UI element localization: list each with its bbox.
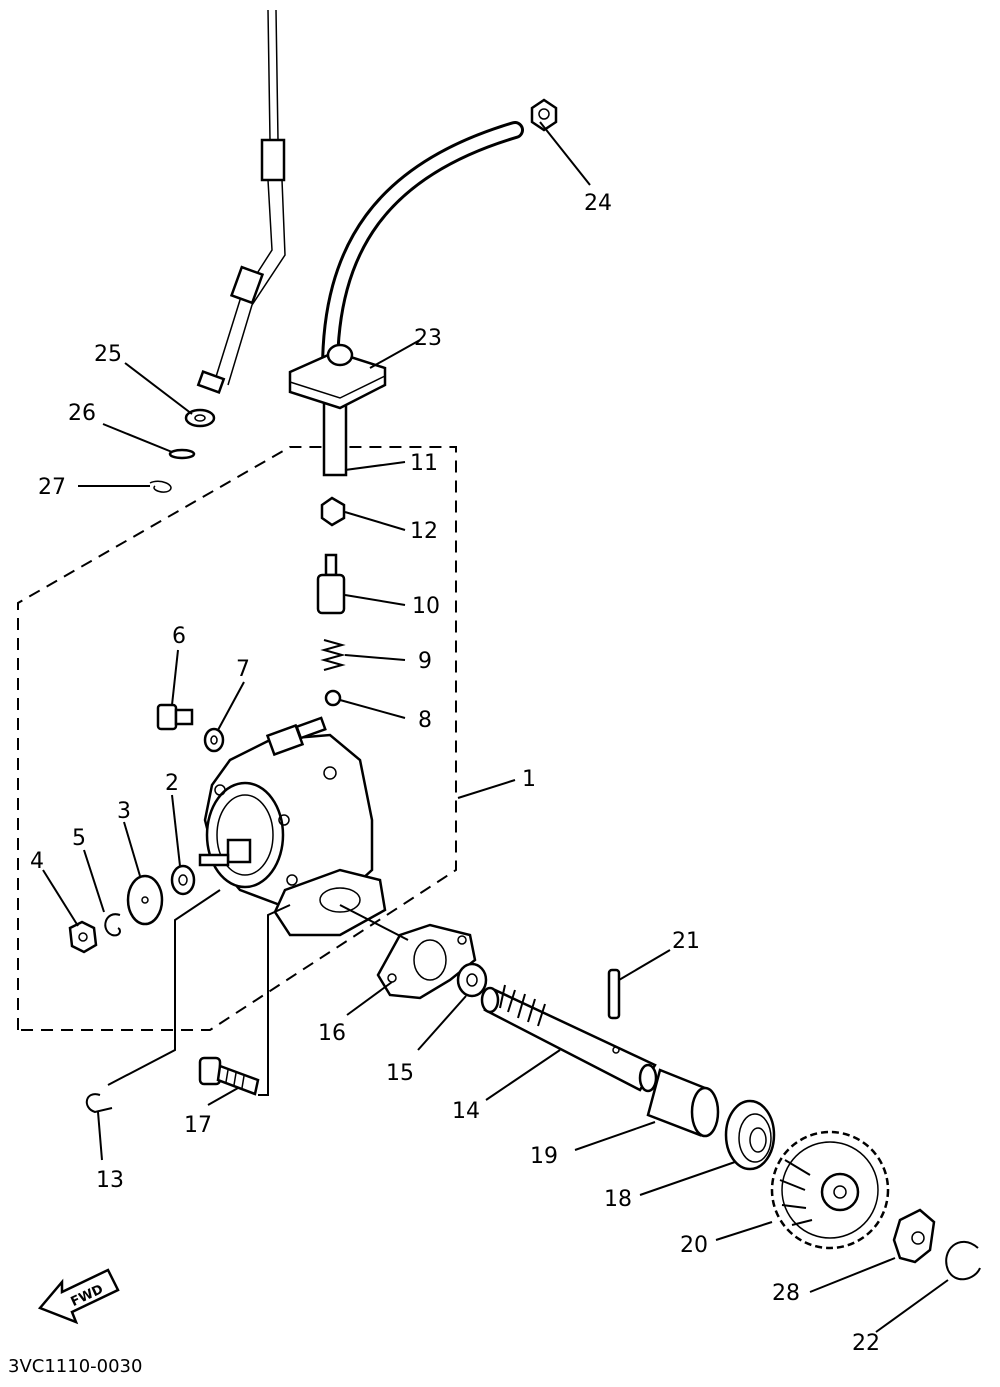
part-labels: 1 2 3 4 5 6 7 8 9 10 11 12 13 14 15 16 1… [30,191,880,1356]
oil-pump-body [198,716,387,937]
label-10: 10 [412,594,440,619]
part-17-bolt [198,1056,260,1096]
part-14-shaft [480,984,658,1093]
part-15-washer [456,962,488,998]
label-26: 26 [68,401,96,426]
part-9-spring [320,639,346,671]
part-27-clip [149,480,172,493]
label-28: 28 [772,1281,800,1306]
label-3: 3 [117,799,131,824]
part-7-washer [203,727,225,753]
label-14: 14 [452,1099,480,1124]
fwd-direction-arrow: FWD [37,1268,120,1325]
label-2: 2 [165,771,179,796]
part-21-pin [607,968,621,1020]
label-20: 20 [680,1233,708,1258]
label-18: 18 [604,1187,632,1212]
part-28-clip [892,1208,936,1264]
drawing-code: 3VC1110-0030 [8,1356,142,1377]
label-27: 27 [38,475,66,500]
label-5: 5 [72,826,86,851]
part-6-screw [156,703,194,731]
label-15: 15 [386,1061,414,1086]
part-20-gear [770,1130,890,1250]
part-25-washer [184,408,216,428]
label-12: 12 [410,519,438,544]
part-26-pin [168,448,196,460]
part-2-seal [170,864,196,896]
bracket-17-line [258,904,291,1096]
assembly-group-outline [17,446,457,1031]
leader-lines [42,121,949,1333]
label-17: 17 [184,1113,212,1138]
label-6: 6 [172,624,186,649]
part-18-bearing [724,1099,776,1171]
part-10-fitting [316,553,346,615]
label-1: 1 [522,767,536,792]
delivery-hose [288,121,524,477]
label-22: 22 [852,1331,880,1356]
label-4: 4 [30,849,44,874]
bracket-13-line [107,889,221,1086]
part-5-washer [104,913,121,937]
label-23: 23 [414,326,442,351]
label-13: 13 [96,1168,124,1193]
label-19: 19 [530,1144,558,1169]
label-9: 9 [418,649,432,674]
part-4-nut [68,920,98,954]
part-3-plate [126,874,164,926]
part-12-nut [320,496,346,527]
label-16: 16 [318,1021,346,1046]
label-25: 25 [94,342,122,367]
label-24: 24 [584,191,612,216]
pump-cable [196,9,286,394]
label-7: 7 [236,657,250,682]
part-8-ball [324,689,342,707]
label-21: 21 [672,929,700,954]
part-24-nut [530,98,558,132]
part-19-collar [646,1068,720,1138]
part-22-circlip [945,1241,981,1281]
part-13-clip [85,1093,113,1114]
label-11: 11 [410,451,438,476]
label-8: 8 [418,708,432,733]
